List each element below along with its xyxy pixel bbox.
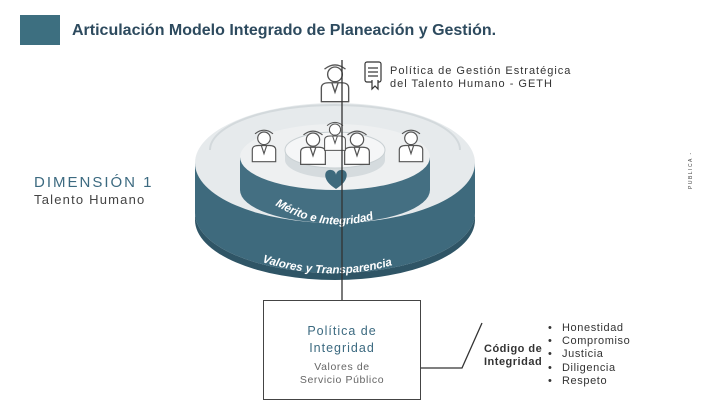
value-item: Diligencia <box>548 362 630 375</box>
integrity-policy-subtitle-line: Valores de <box>264 361 420 374</box>
values-list: Honestidad Compromiso Justicia Diligenci… <box>548 322 630 388</box>
integrity-code-label-line: Código de <box>484 343 546 356</box>
policy-title: Política de Gestión Estratégica del Tale… <box>390 65 571 91</box>
connector-to-code <box>421 323 482 368</box>
value-item: Respeto <box>548 375 630 388</box>
person-icon <box>321 65 348 102</box>
value-item: Compromiso <box>548 335 630 348</box>
integrity-policy-title-line: Política de <box>264 323 420 340</box>
integrity-policy-title-line: Integridad <box>264 340 420 357</box>
dimension-subtitle: Talento Humano <box>34 192 145 207</box>
policy-title-line: del Talento Humano - GETH <box>390 78 571 91</box>
integrity-policy-subtitle-line: Servicio Público <box>264 374 420 387</box>
integrity-code-label-line: Integridad <box>484 356 546 369</box>
policy-title-line: Política de Gestión Estratégica <box>390 65 571 78</box>
value-item: Justicia <box>548 348 630 361</box>
integrity-policy-subtitle: Valores de Servicio Público <box>264 361 420 387</box>
integrity-policy-title: Política de Integridad <box>264 323 420 357</box>
value-item: Honestidad <box>548 322 630 335</box>
document-icon <box>365 62 381 89</box>
integrity-code-label: Código de Integridad <box>484 343 546 369</box>
integrity-policy-box: Política de Integridad Valores de Servic… <box>263 300 421 400</box>
dimension-title: DIMENSIÓN 1 <box>34 174 154 191</box>
